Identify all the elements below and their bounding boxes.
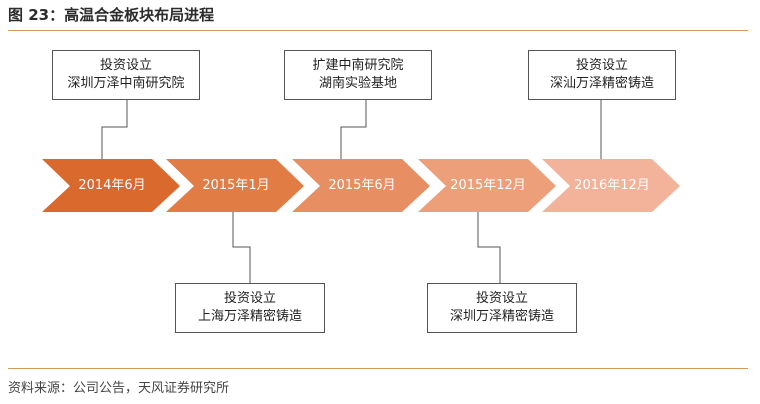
event-1-line1: 投资设立 — [99, 58, 152, 73]
chevron-4 — [418, 159, 556, 212]
date-label-3: 2015年6月 — [328, 178, 396, 193]
connector-3 — [340, 100, 367, 160]
event-4-line2: 深圳万泽精密铸造 — [449, 309, 554, 324]
chevron-1 — [42, 159, 180, 212]
date-label-4: 2015年12月 — [450, 178, 526, 193]
top-divider — [8, 30, 748, 31]
source-note: 资料来源：公司公告，天风证券研究所 — [8, 381, 230, 396]
timeline-diagram — [42, 72, 680, 283]
event-3-line1: 扩建中南研究院 — [312, 58, 404, 73]
event-box-2: 投资设立 上海万泽精密铸造 — [175, 283, 325, 333]
chevron-5 — [542, 159, 680, 212]
event-box-4: 投资设立 深圳万泽精密铸造 — [427, 283, 577, 333]
event-box-1: 投资设立 深圳万泽中南研究院 — [52, 50, 200, 100]
event-2-line2: 上海万泽精密铸造 — [197, 309, 302, 324]
connector-2 — [232, 212, 251, 283]
event-1-line2: 深圳万泽中南研究院 — [67, 76, 185, 91]
bottom-divider — [8, 368, 748, 369]
date-label-2: 2015年1月 — [202, 178, 270, 193]
date-label-5: 2016年12月 — [574, 178, 650, 193]
date-label-1: 2014年6月 — [78, 178, 146, 193]
connector-4 — [477, 212, 501, 283]
event-box-3: 扩建中南研究院 湖南实验基地 — [284, 50, 432, 100]
figure-title: 图 23：高温合金板块布局进程 — [8, 6, 215, 24]
event-2-line1: 投资设立 — [223, 291, 276, 306]
chevron-3 — [292, 159, 430, 212]
event-5-line2: 深汕万泽精密铸造 — [549, 76, 654, 91]
event-5-line1: 投资设立 — [575, 58, 628, 73]
event-4-line1: 投资设立 — [475, 291, 528, 306]
chevron-2 — [166, 159, 304, 212]
event-box-5: 投资设立 深汕万泽精密铸造 — [528, 50, 676, 100]
event-3-line2: 湖南实验基地 — [318, 76, 397, 91]
